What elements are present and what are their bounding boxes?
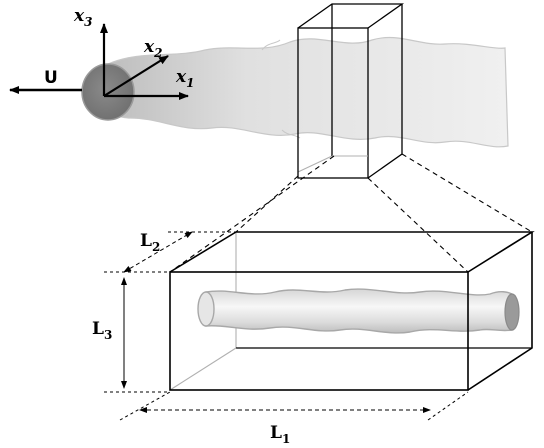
- vortex-core: [81, 63, 135, 121]
- dimension-L1: L1: [119, 391, 469, 446]
- vortex-tube: [197, 288, 520, 334]
- vortex-plume: [81, 36, 509, 148]
- dimension-L2: L2: [104, 231, 236, 273]
- dimension-L2-label: L2: [140, 231, 160, 254]
- dimension-L3-label: L3: [92, 319, 112, 342]
- axis-x3-label: x3: [73, 6, 93, 29]
- axis-x1-label: x1: [175, 67, 195, 90]
- sample-box-large: [169, 231, 535, 391]
- flow-velocity-label: U: [44, 68, 58, 88]
- coordinate-axes: U x3 x2 x1: [9, 6, 195, 100]
- plume-body: [105, 36, 509, 148]
- axis-x2-label: x2: [143, 37, 163, 60]
- vortex-tube-end: [504, 293, 520, 331]
- dimension-L3: L3: [92, 277, 170, 393]
- axis-x2-arrow: [103, 55, 169, 97]
- projection-lines: [169, 153, 533, 273]
- dimension-L1-label: L1: [270, 423, 290, 446]
